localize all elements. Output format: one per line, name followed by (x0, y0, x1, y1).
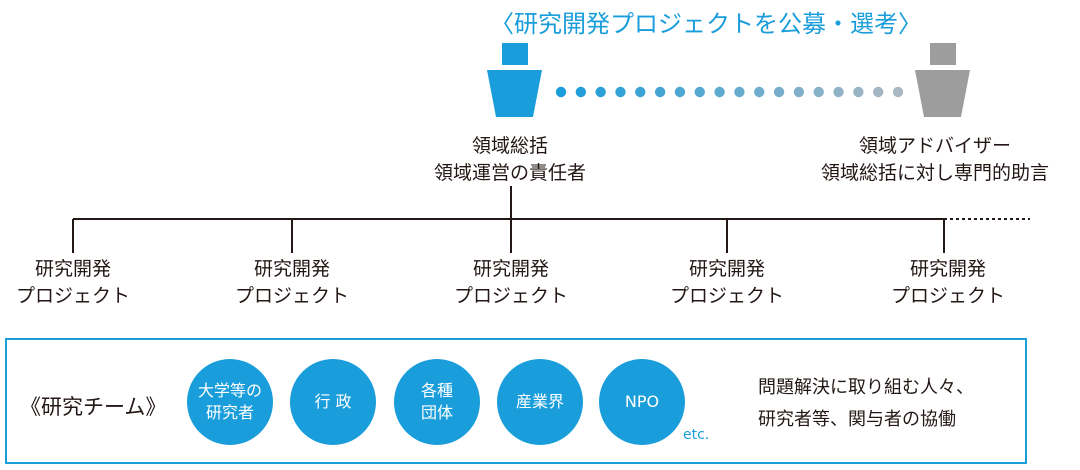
team-member-circle: NPO (599, 359, 685, 445)
team-desc-line2: 研究者等、関与者の協働 (758, 409, 956, 430)
page-title: 〈研究開発プロジェクトを公募・選考〉 (490, 10, 922, 38)
connector-dot (833, 86, 844, 98)
connector-dot (734, 86, 745, 98)
project-line1: 研究開発 (34, 258, 111, 280)
team-member-circle: 行 政 (290, 359, 376, 445)
advisor-person-icon (915, 43, 970, 117)
team-member-circle: 産業界 (497, 359, 583, 445)
director-title: 領域総括 (471, 135, 548, 157)
advisor-label: 領域アドバイザー 領域総括に対し専門的助言 (790, 133, 1080, 187)
project-node: 研究開発 プロジェクト (647, 256, 807, 310)
project-line1: 研究開発 (909, 258, 986, 280)
connector-dot (892, 86, 904, 98)
connector-dot (575, 86, 587, 98)
connector-dot (555, 86, 567, 98)
project-line1: 研究開発 (472, 258, 549, 280)
connector-dot (714, 86, 725, 98)
research-team-title: 《研究チーム》 (20, 395, 167, 419)
project-line2: プロジェクト (453, 285, 568, 307)
research-team-box (5, 338, 1027, 464)
connector-dot (872, 86, 884, 98)
project-line1: 研究開発 (253, 258, 330, 280)
team-member-circle: 大学等の 研究者 (187, 359, 273, 445)
advisor-title: 領域アドバイザー (858, 135, 1011, 157)
team-desc-line1: 問題解決に取り組む人々、 (758, 377, 974, 398)
connector-dot (773, 86, 785, 98)
project-node: 研究開発 プロジェクト (868, 256, 1028, 310)
advisor-role: 領域総括に対し専門的助言 (820, 162, 1049, 184)
team-member-circle: 各種 団体 (394, 359, 480, 445)
connector-dot (654, 86, 666, 98)
connector-dot (813, 86, 824, 98)
project-node: 研究開発 プロジェクト (0, 256, 153, 310)
director-person-icon (487, 43, 542, 117)
project-line1: 研究開発 (688, 258, 765, 280)
connector-dot (635, 86, 646, 98)
connector-dot (674, 86, 686, 98)
project-node: 研究開発 プロジェクト (431, 256, 591, 310)
director-label: 領域総括 領域運営の責任者 (400, 133, 620, 187)
project-line2: プロジェクト (890, 285, 1005, 307)
project-line2: プロジェクト (234, 285, 349, 307)
connector-dot (853, 86, 864, 98)
dotted-connector (555, 86, 904, 98)
project-line2: プロジェクト (669, 285, 784, 307)
director-role: 領域運営の責任者 (433, 162, 586, 184)
etc-label: etc. (683, 427, 710, 443)
connector-dot (754, 86, 765, 98)
connector-dot (694, 86, 705, 98)
connector-dot (793, 86, 805, 98)
project-line2: プロジェクト (15, 285, 130, 307)
team-description: 問題解決に取り組む人々、 研究者等、関与者の協働 (758, 372, 974, 436)
connector-dot (595, 86, 606, 98)
project-node: 研究開発 プロジェクト (212, 256, 372, 310)
connector-dot (615, 86, 626, 98)
